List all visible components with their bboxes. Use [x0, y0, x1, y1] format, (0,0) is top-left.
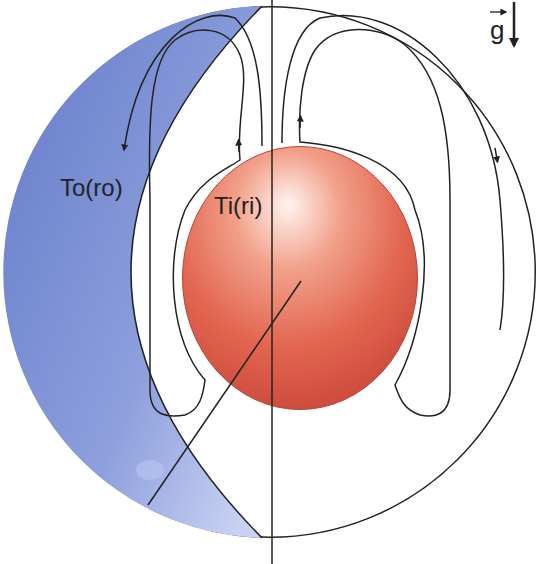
vector-arrow — [490, 11, 506, 12]
temperature-label: To(ro) — [60, 175, 123, 201]
flow-arrow — [495, 148, 498, 162]
hot-sphere — [183, 147, 418, 410]
gravity-arrow — [513, 2, 516, 46]
crescent-highlight — [136, 460, 164, 480]
temperature-label: Ti(ri) — [214, 193, 262, 219]
inner-sphere: Ti(ri) — [182, 146, 418, 410]
flow-arrow — [238, 140, 240, 152]
outer-boundary — [5, 7, 536, 538]
inner-sphere-shape — [182, 146, 418, 410]
streamline — [124, 15, 262, 150]
symmetry-axis — [271, 0, 273, 564]
gravity-label: g — [490, 16, 504, 45]
flow-arrow — [299, 116, 301, 128]
